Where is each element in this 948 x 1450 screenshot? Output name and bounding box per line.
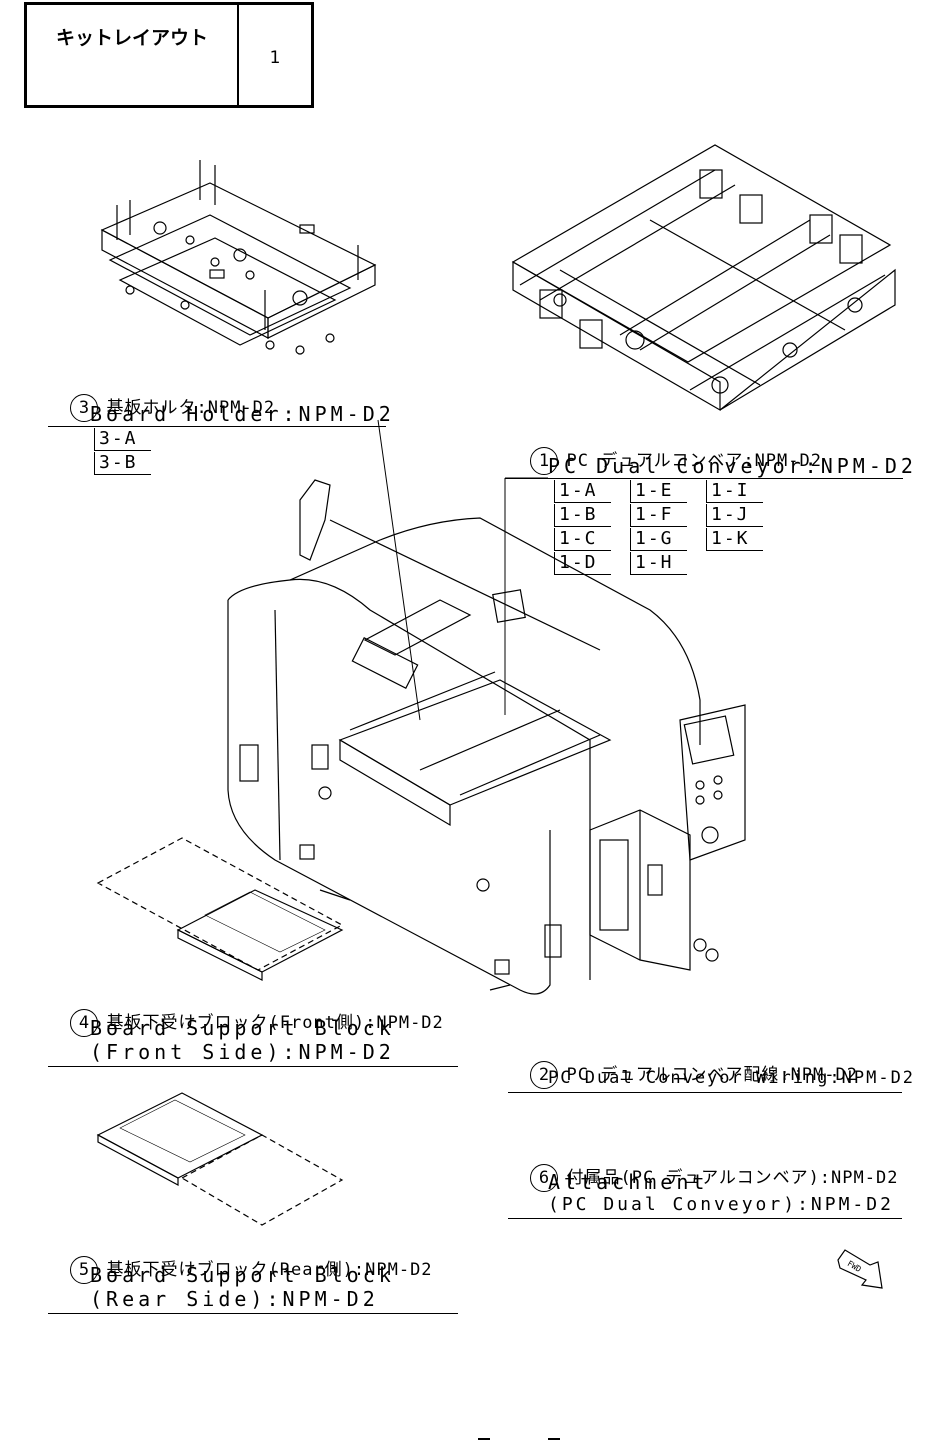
sub-ref-1c: 1-C bbox=[554, 528, 611, 551]
sub-ref-1k: 1-K bbox=[706, 528, 763, 551]
support-front-en-label-2: (Front Side):NPM-D2 bbox=[90, 1040, 395, 1064]
dual-conveyor-drawing bbox=[511, 144, 896, 412]
underline-2 bbox=[508, 1092, 902, 1093]
item-number-6: 6 bbox=[530, 1164, 559, 1192]
sub-ref-1e: 1-E bbox=[630, 480, 687, 503]
board-holder-drawing bbox=[100, 160, 377, 355]
underline-4 bbox=[48, 1066, 458, 1067]
sub-ref-3a: 3-A bbox=[94, 428, 151, 451]
support-front-en-label-1: Board Support Block bbox=[90, 1016, 395, 1040]
support-rear-en-label-1: Board Support Block bbox=[90, 1263, 395, 1287]
sub-ref-1b: 1-B bbox=[554, 504, 611, 527]
support-block-rear-drawing bbox=[96, 1092, 344, 1226]
item-number-2: 2 bbox=[530, 1061, 559, 1089]
direction-arrow-icon bbox=[837, 1249, 883, 1289]
kit-layout-title: キットレイアウト bbox=[27, 5, 239, 105]
sub-ref-1h: 1-H bbox=[630, 552, 687, 575]
title-box: キットレイアウト 1 bbox=[24, 2, 314, 108]
underline-3 bbox=[48, 426, 386, 427]
item-number-1: 1 bbox=[530, 447, 559, 475]
sub-ref-1f: 1-F bbox=[630, 504, 687, 527]
underline-5 bbox=[48, 1313, 458, 1314]
item-number-5: 5 bbox=[70, 1256, 99, 1284]
underline-1 bbox=[505, 478, 903, 479]
support-block-front-drawing bbox=[96, 837, 344, 981]
dual-conveyor-en-label: PC Dual Conveyor:NPM-D2 bbox=[548, 454, 917, 478]
footer-mark-right bbox=[548, 1438, 560, 1440]
footer-mark-left bbox=[478, 1438, 490, 1440]
machine-drawing bbox=[227, 479, 746, 995]
underline-6 bbox=[508, 1218, 902, 1219]
sub-ref-1g: 1-G bbox=[630, 528, 687, 551]
board-holder-en-label: Board Holder:NPM-D2 bbox=[90, 402, 395, 426]
sub-ref-1j: 1-J bbox=[706, 504, 763, 527]
attachment-en-label-2: (PC Dual Conveyor):NPM-D2 bbox=[548, 1194, 894, 1215]
page-number: 1 bbox=[269, 48, 281, 68]
item-number-3: 3 bbox=[70, 394, 99, 422]
item-number-4: 4 bbox=[70, 1009, 99, 1037]
sub-ref-1i: 1-I bbox=[706, 480, 763, 503]
attachment-en-label-1: Attachment bbox=[548, 1170, 709, 1194]
wiring-en-label: PC Dual Conveyor Wiring:NPM-D2 bbox=[548, 1068, 916, 1088]
sub-ref-3b: 3-B bbox=[94, 452, 151, 475]
sub-ref-1d: 1-D bbox=[554, 552, 611, 575]
sub-ref-1a: 1-A bbox=[554, 480, 611, 503]
support-rear-en-label-2: (Rear Side):NPM-D2 bbox=[90, 1287, 379, 1311]
